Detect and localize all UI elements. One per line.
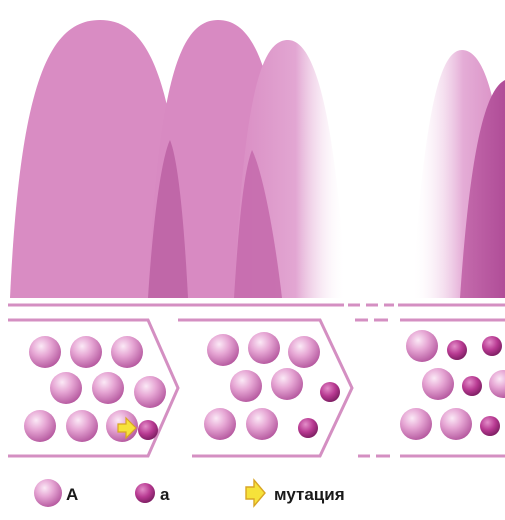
allele-A <box>246 408 278 440</box>
legend-mutation-label: мутация <box>274 485 345 504</box>
allele-A <box>422 368 454 400</box>
allele-A <box>24 410 56 442</box>
population-arches <box>10 20 505 298</box>
generation-3-alleles <box>400 330 505 440</box>
legend-allele-A-icon <box>34 479 62 507</box>
allele-a <box>320 382 340 402</box>
allele-A <box>440 408 472 440</box>
allele-a <box>462 376 482 396</box>
allele-A <box>489 370 505 398</box>
allele-A <box>288 336 320 368</box>
allele-A <box>248 332 280 364</box>
allele-A <box>50 372 82 404</box>
allele-A <box>66 410 98 442</box>
legend: A a мутация <box>34 479 345 507</box>
legend-allele-A-label: A <box>66 485 78 504</box>
allele-A <box>134 376 166 408</box>
allele-A <box>400 408 432 440</box>
allele-A <box>207 334 239 366</box>
allele-A <box>230 370 262 402</box>
allele-A <box>271 368 303 400</box>
generation-1-alleles <box>24 336 166 442</box>
allele-A <box>111 336 143 368</box>
allele-a <box>482 336 502 356</box>
allele-A <box>92 372 124 404</box>
generation-2-alleles <box>204 332 340 440</box>
legend-allele-a-label: a <box>160 485 170 504</box>
allele-a <box>480 416 500 436</box>
allele-A <box>204 408 236 440</box>
allele-a <box>298 418 318 438</box>
allele-a <box>447 340 467 360</box>
allele-A <box>70 336 102 368</box>
legend-mutation-arrow-icon <box>246 480 265 506</box>
allele-a <box>138 420 158 440</box>
legend-allele-a-icon <box>135 483 155 503</box>
allele-A <box>29 336 61 368</box>
allele-A <box>406 330 438 362</box>
